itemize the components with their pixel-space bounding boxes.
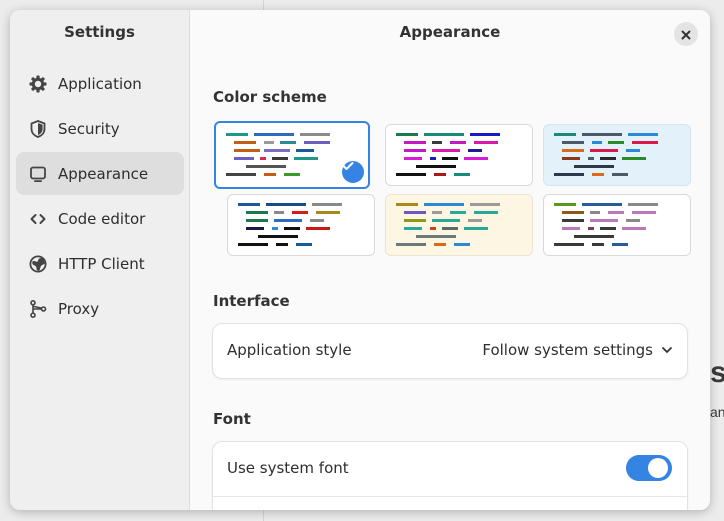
globe-icon	[28, 254, 48, 274]
sidebar-item-http-client[interactable]: HTTP Client	[16, 242, 184, 285]
gear-icon	[28, 74, 48, 94]
font-settings-card: Use system font	[212, 441, 688, 510]
sidebar-item-proxy[interactable]: Proxy	[16, 287, 184, 330]
sidebar-item-label: Security	[58, 119, 120, 138]
color-scheme-option[interactable]	[543, 124, 691, 186]
sidebar-title: Settings	[64, 23, 135, 41]
sidebar-item-appearance[interactable]: Appearance	[16, 152, 184, 195]
application-style-value: Follow system settings	[482, 341, 653, 359]
sidebar-item-label: Proxy	[58, 299, 100, 318]
sidebar-item-code-editor[interactable]: Code editor	[16, 197, 184, 240]
row-divider	[213, 496, 687, 497]
toggle-knob	[648, 458, 668, 478]
section-font: Font	[213, 410, 251, 428]
sidebar-item-label: HTTP Client	[58, 254, 145, 273]
chevron-down-icon	[661, 346, 673, 354]
selected-check-icon	[342, 161, 364, 183]
close-button[interactable]	[674, 22, 698, 46]
sidebar-item-security[interactable]: Security	[16, 107, 184, 150]
sidebar-item-label: Application	[58, 74, 142, 93]
code-icon	[28, 209, 48, 229]
settings-dialog: Settings Application Security Appearance…	[10, 10, 710, 510]
color-scheme-option[interactable]	[227, 194, 375, 256]
shield-icon	[28, 119, 48, 139]
sidebar-item-application[interactable]: Application	[16, 62, 184, 105]
use-system-font-label: Use system font	[227, 459, 349, 477]
section-color-scheme: Color scheme	[213, 88, 327, 106]
background-heading-fragment: st	[710, 356, 724, 389]
application-style-row[interactable]: Application style Follow system settings	[212, 323, 688, 379]
color-scheme-option[interactable]	[385, 124, 533, 186]
monitor-icon	[28, 164, 48, 184]
color-scheme-option[interactable]	[385, 194, 533, 256]
appearance-panel: Appearance Color scheme	[190, 10, 710, 510]
sidebar: Settings Application Security Appearance…	[10, 10, 190, 510]
color-scheme-option[interactable]	[214, 121, 370, 189]
sidebar-item-label: Appearance	[58, 164, 149, 183]
application-style-label: Application style	[227, 341, 352, 359]
close-icon	[681, 25, 691, 44]
sidebar-item-label: Code editor	[58, 209, 146, 228]
page-title: Appearance	[399, 23, 501, 41]
section-interface: Interface	[213, 292, 290, 310]
application-style-dropdown[interactable]: Follow system settings	[482, 341, 673, 359]
background-text-fragment: an	[710, 404, 724, 420]
network-icon	[28, 299, 48, 319]
use-system-font-toggle[interactable]	[626, 455, 672, 481]
color-scheme-option[interactable]	[543, 194, 691, 256]
